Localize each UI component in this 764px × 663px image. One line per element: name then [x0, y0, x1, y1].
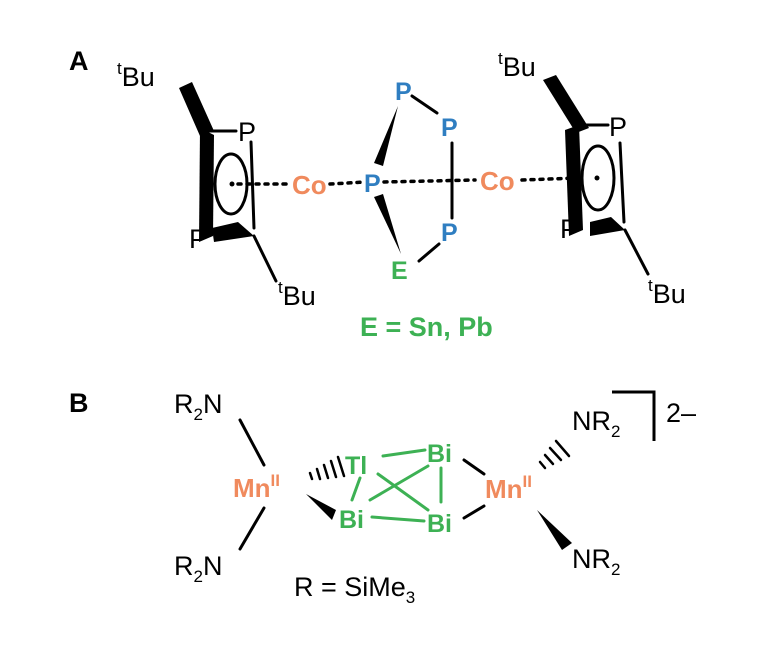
- tbu-top-right: tBu: [498, 49, 536, 82]
- p-top-wedge: [374, 106, 398, 166]
- mn-right: MnII: [485, 472, 532, 504]
- bi-top-right: Bi: [427, 440, 452, 468]
- tl-bi-diagonal-bond: [376, 472, 430, 512]
- r2n-bottom-left: R2N: [174, 551, 222, 586]
- mn-n-bottom-wedge: [537, 510, 572, 550]
- left-ring-bond-right: [249, 140, 256, 230]
- charge-label: 2–: [666, 398, 696, 428]
- r-definition: R = SiMe3: [294, 572, 415, 607]
- panel-b: B R2N R2N MnII Tl Bi Bi Bi: [69, 388, 696, 607]
- bi-bottom-right: Bi: [427, 510, 452, 538]
- e-atom: E: [391, 257, 408, 285]
- tbu-top-left: tBu: [117, 59, 155, 92]
- mn-tl-hashed-bond: [308, 455, 346, 481]
- co-right: Co: [480, 166, 515, 196]
- mn-left-n-top-bond: [238, 418, 266, 467]
- tl-atom: Tl: [345, 452, 367, 480]
- left-ring-p-top: P: [238, 117, 256, 147]
- left-ring-p-bottom: P: [189, 224, 207, 254]
- right-tbu-wedge-top: [543, 75, 589, 133]
- e-p-lower-bond: [417, 242, 441, 263]
- left-tbu-wedge-top: [179, 82, 214, 136]
- left-diphosphete-ring: P P: [179, 82, 278, 283]
- p-center: P: [364, 170, 381, 198]
- left-tbu-bond-bottom: [252, 234, 278, 283]
- nr2-top-right: NR2: [572, 406, 620, 441]
- tl-bi-left-bond: [350, 476, 362, 502]
- left-ring-thick-edge: [199, 128, 214, 242]
- right-ring-wedge-bottom: [590, 217, 625, 236]
- mn-n-top-hashed-bond: [538, 439, 571, 470]
- right-ring-bond-right: [618, 141, 626, 224]
- left-ring-wedge-bottom: [212, 222, 254, 242]
- p-lower-right: P: [441, 219, 458, 247]
- right-ring-p-top: P: [609, 112, 627, 142]
- co-left-p-interaction: [328, 180, 367, 186]
- bi-mn-right-bottom-bond: [462, 504, 486, 520]
- panel-a: A tBu tBu P P Co P P P P E: [69, 46, 686, 342]
- bi-bi-diagonal-bond: [368, 464, 430, 502]
- r2n-top-left: R2N: [174, 389, 222, 424]
- left-ring-centroid: [229, 181, 235, 187]
- tl-bi-cluster: Tl Bi Bi Bi: [339, 440, 452, 538]
- p-top-p-right-bond: [410, 94, 439, 115]
- right-ring-delocalization-circle: [580, 144, 616, 212]
- p-top: P: [395, 78, 412, 106]
- p-center-co-interaction: [382, 178, 477, 184]
- bi-bottom-left: Bi: [339, 506, 364, 534]
- right-tbu-bond-bottom: [623, 228, 650, 276]
- nr2-bottom-right: NR2: [572, 544, 620, 579]
- right-ring-p-bottom: P: [560, 214, 578, 244]
- right-diphosphete-ring: P P: [543, 75, 650, 276]
- tbu-bottom-left: tBu: [278, 278, 316, 311]
- p-upper-right: P: [441, 114, 458, 142]
- right-ring-thick-edge: [565, 125, 583, 236]
- bi-bi-bottom-bond: [370, 515, 426, 523]
- e-wedge: [374, 194, 401, 254]
- panel-b-label: B: [69, 388, 89, 418]
- p4e-cluster: P P P P E: [364, 78, 477, 285]
- right-ring-centroid: [594, 175, 600, 181]
- co-left: Co: [292, 170, 327, 200]
- mn-left-n-bottom-bond: [238, 506, 266, 551]
- mn-bi-wedge: [306, 494, 336, 520]
- e-definition: E = Sn, Pb: [360, 312, 493, 342]
- mn-left: MnII: [233, 471, 280, 503]
- bi-mn-right-top-bond: [462, 458, 486, 476]
- tbu-bottom-right: tBu: [648, 276, 686, 309]
- panel-a-label: A: [69, 46, 89, 76]
- tl-bi-top-bond: [381, 448, 427, 458]
- charge-bracket: [612, 390, 656, 441]
